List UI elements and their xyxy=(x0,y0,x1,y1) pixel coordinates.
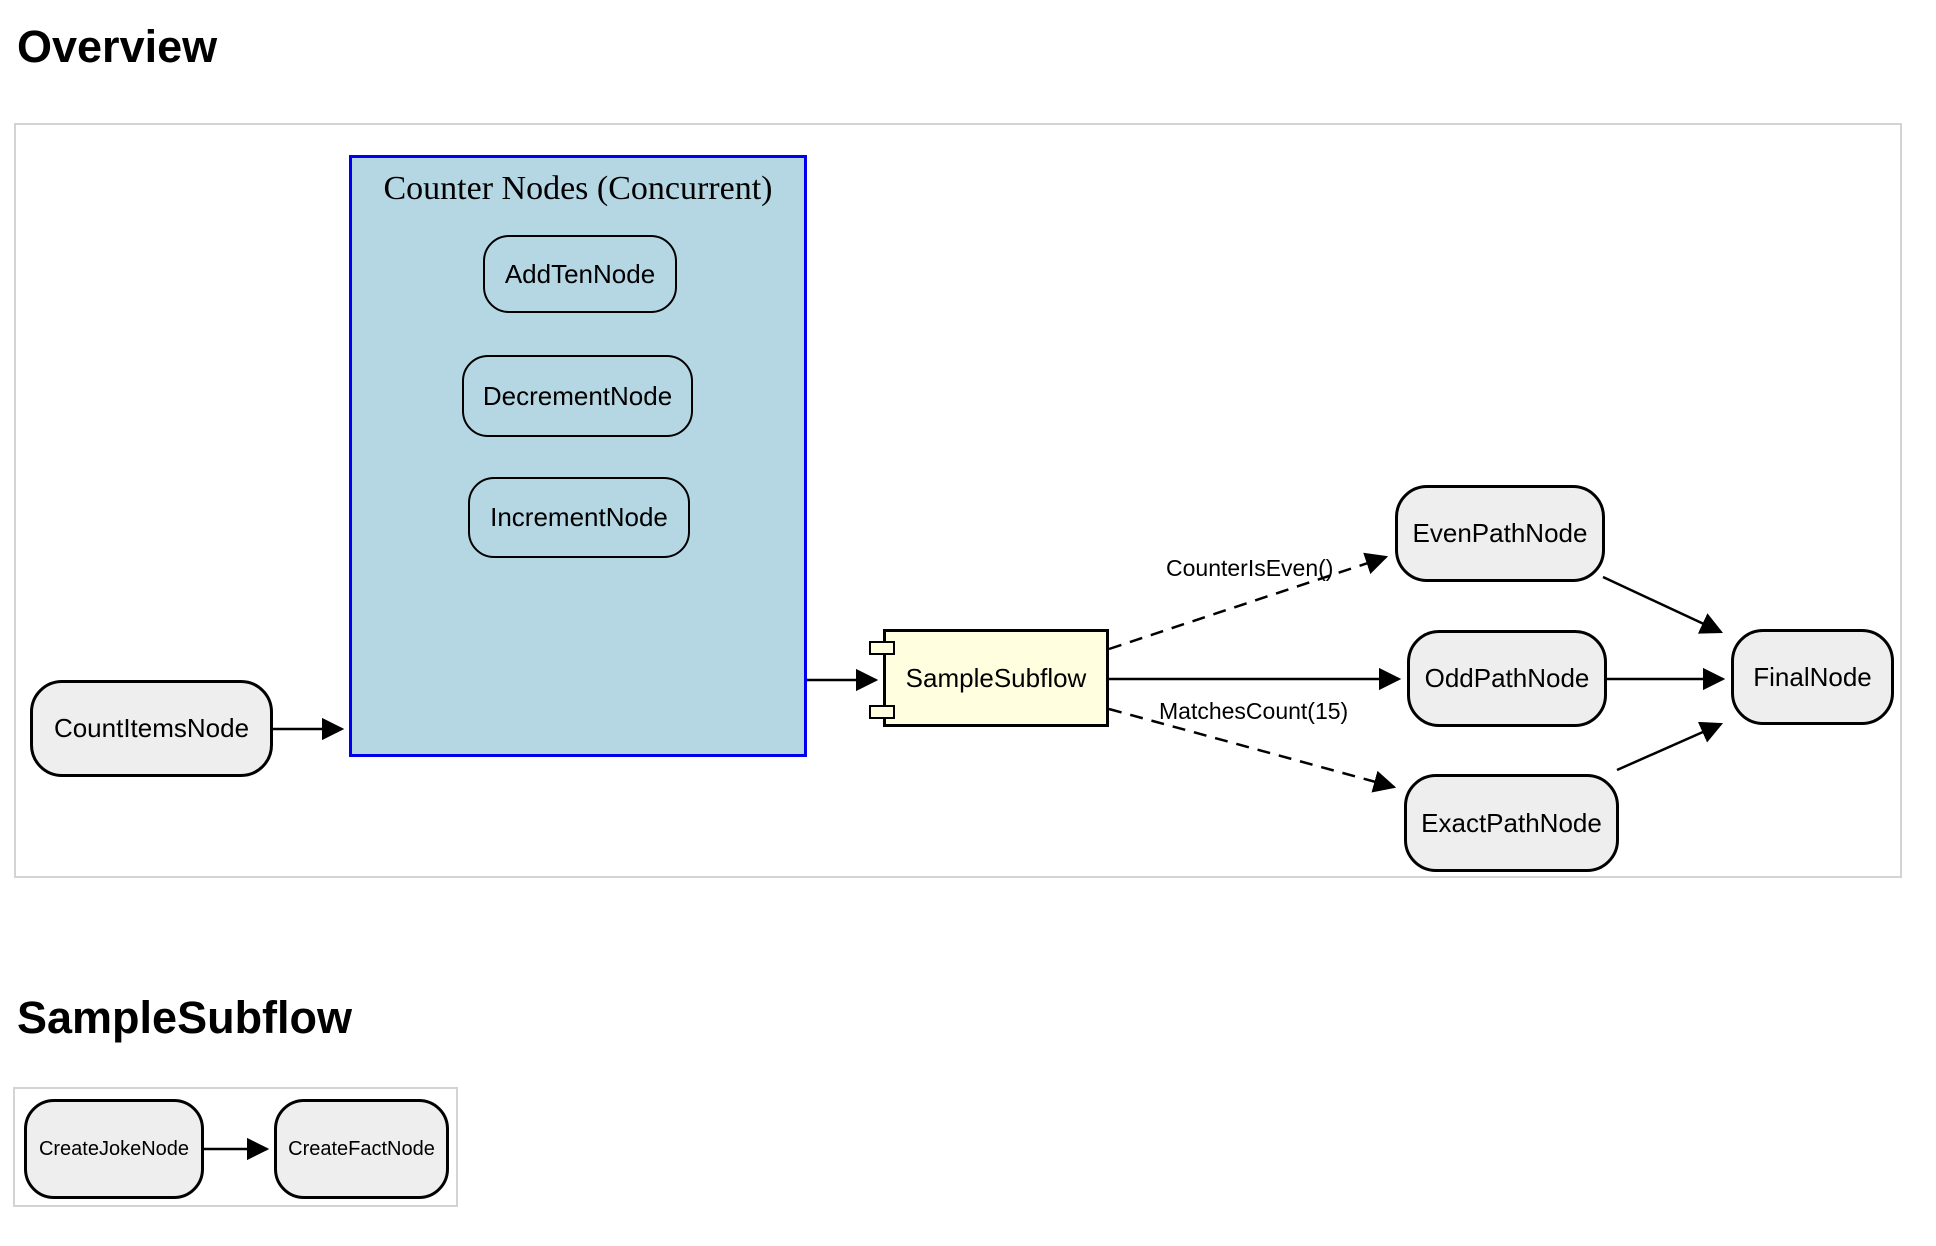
node-create-fact-label: CreateFactNode xyxy=(288,1137,435,1160)
node-create-joke-label: CreateJokeNode xyxy=(38,1137,190,1160)
node-exact-path-label: ExactPathNode xyxy=(1421,807,1602,838)
node-sample-subflow-label: SampleSubflow xyxy=(905,662,1087,693)
counter-nodes-subgraph-title: Counter Nodes (Concurrent) xyxy=(383,170,773,207)
node-count-items: CountItemsNode xyxy=(30,680,273,777)
node-decrement-label: DecrementNode xyxy=(482,380,673,411)
node-odd-path: OddPathNode xyxy=(1407,630,1607,727)
edge-label-counter-is-even: CounterIsEven() xyxy=(1166,555,1334,581)
node-sample-subflow: SampleSubflow xyxy=(869,629,1109,727)
overview-diagram: CountItemsNode Counter Nodes (Concurrent… xyxy=(14,123,1902,878)
node-create-joke: CreateJokeNode xyxy=(24,1099,204,1199)
sample-subflow-heading: SampleSubflow xyxy=(17,992,353,1043)
node-even-path-label: EvenPathNode xyxy=(1412,518,1588,548)
node-exact-path: ExactPathNode xyxy=(1404,774,1619,872)
node-odd-path-label: OddPathNode xyxy=(1424,663,1590,693)
overview-heading: Overview xyxy=(17,21,218,72)
node-sample-subflow-body: SampleSubflow xyxy=(883,629,1109,727)
node-final-label: FinalNode xyxy=(1753,661,1872,692)
node-add-ten: AddTenNode xyxy=(483,235,677,313)
node-final: FinalNode xyxy=(1731,629,1894,725)
edge-layer xyxy=(273,552,1726,793)
node-even-path: EvenPathNode xyxy=(1395,485,1605,582)
counter-nodes-subgraph: Counter Nodes (Concurrent) AddTenNode De… xyxy=(349,155,807,757)
edge-label-matches-count: MatchesCount(15) xyxy=(1159,698,1349,724)
node-add-ten-label: AddTenNode xyxy=(504,258,656,289)
sample-subflow-diagram: CreateJokeNode CreateFactNode xyxy=(13,1087,458,1207)
node-create-fact: CreateFactNode xyxy=(274,1099,449,1199)
node-increment-label: IncrementNode xyxy=(490,502,668,532)
component-tab-icon xyxy=(869,641,895,655)
node-increment: IncrementNode xyxy=(468,477,690,558)
component-tab-icon xyxy=(869,705,895,719)
node-decrement: DecrementNode xyxy=(462,355,693,437)
node-count-items-label: CountItemsNode xyxy=(53,713,250,743)
